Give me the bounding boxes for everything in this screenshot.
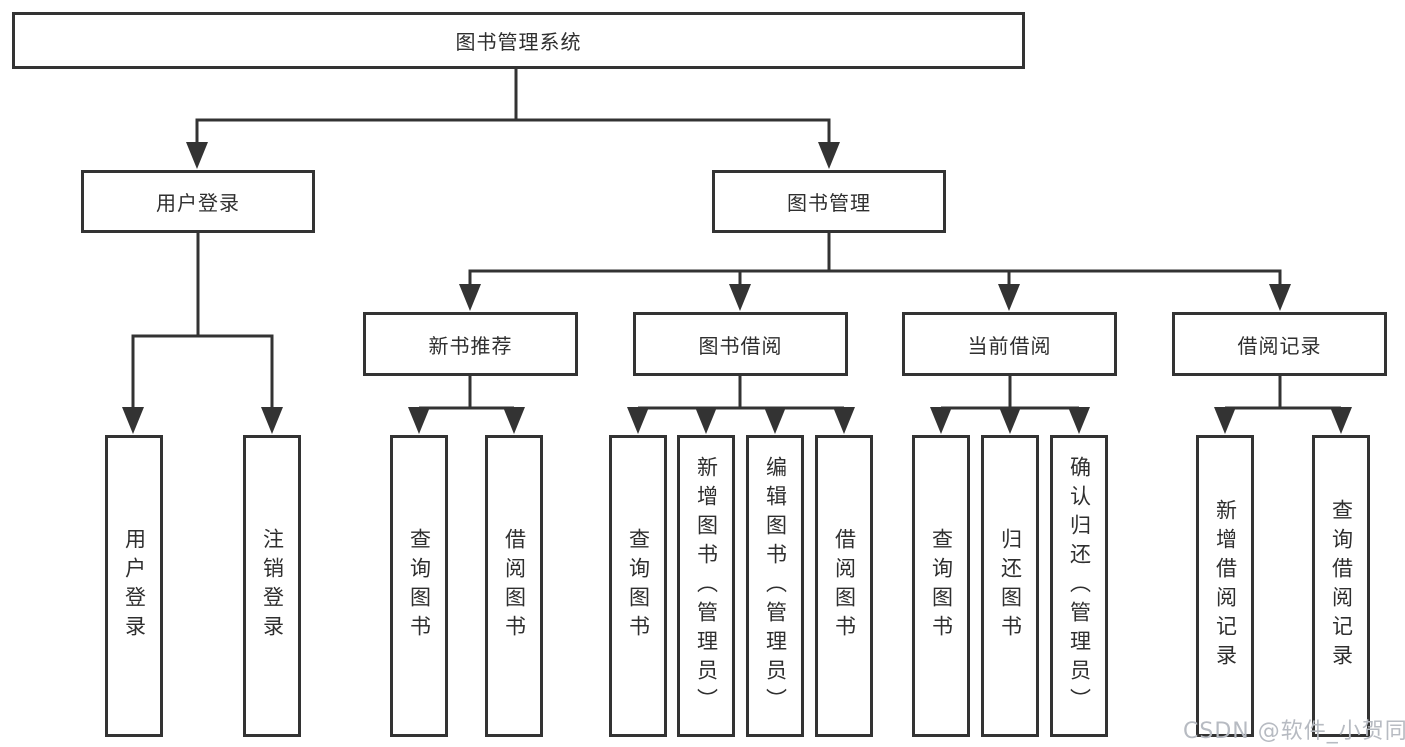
node-label: 新增借阅记录 [1213,499,1238,673]
node-label: 新增图书（管理员） [694,455,719,717]
node-label: 图书管理 [787,191,871,215]
node-label: 注销登录 [260,528,285,644]
node-label: 图书借阅 [698,333,783,358]
arrowhead-icon [1269,284,1291,311]
node-label: 查询图书 [407,528,432,644]
leaf-query-books-current: 查询图书 [912,435,970,737]
leaf-confirm-return-admin: 确认归还（管理员） [1050,435,1108,737]
leaf-query-books-recommend: 查询图书 [390,435,448,737]
node-label: 编辑图书（管理员） [763,455,788,717]
node-label: 用户登录 [156,191,240,215]
arrowhead-icon [695,407,717,434]
arrowhead-icon [186,142,208,169]
node-book-management: 图书管理 [712,170,946,233]
leaf-borrow-books: 借阅图书 [815,435,873,737]
connector-root-bar [195,118,831,146]
arrowhead-icon [998,284,1020,311]
arrowhead-icon [408,407,430,434]
leaf-borrow-books-recommend: 借阅图书 [485,435,543,737]
node-label: 图书管理系统 [455,30,582,54]
node-label: 归还图书 [998,528,1023,644]
leaf-query-borrow-record: 查询借阅记录 [1312,435,1370,737]
arrowhead-icon [122,407,144,434]
node-label: 查询借阅记录 [1329,499,1354,673]
node-root-system: 图书管理系统 [12,12,1025,69]
node-label: 借阅图书 [502,528,527,644]
arrowhead-icon [627,407,649,434]
node-new-book-recommend: 新书推荐 [363,312,578,376]
leaf-query-books-borrow: 查询图书 [609,435,667,737]
connector-bookmgmt-bar [468,269,1282,288]
leaf-logout: 注销登录 [243,435,301,737]
arrowhead-icon [764,407,786,434]
leaf-edit-book-admin: 编辑图书（管理员） [746,435,804,737]
arrowhead-icon [833,407,855,434]
arrowhead-icon [503,407,525,434]
arrowhead-icon [729,284,751,311]
node-borrow-records: 借阅记录 [1172,312,1387,376]
node-label: 查询图书 [929,528,954,644]
node-label: 借阅记录 [1237,333,1322,358]
node-current-borrow: 当前借阅 [902,312,1117,376]
csdn-watermark: CSDN @软件_小贺同学 [1183,719,1405,744]
leaf-add-book-admin: 新增图书（管理员） [677,435,735,737]
node-label: 当前借阅 [967,333,1052,358]
arrowhead-icon [459,284,481,311]
arrowhead-icon [1068,407,1090,434]
node-label: 确认归还（管理员） [1067,455,1092,717]
node-label: 借阅图书 [832,528,857,644]
arrowheads [122,142,1352,434]
leaf-add-borrow-record: 新增借阅记录 [1196,435,1254,737]
arrowhead-icon [1330,407,1352,434]
arrowhead-icon [1214,407,1236,434]
connector-userlogin-bar [131,334,274,410]
node-book-borrow: 图书借阅 [633,312,848,376]
arrowhead-icon [818,142,840,169]
arrowhead-icon [261,407,283,434]
arrowhead-icon [999,407,1021,434]
node-label: 用户登录 [122,528,147,644]
leaf-return-book: 归还图书 [981,435,1039,737]
leaf-user-login: 用户登录 [105,435,163,737]
arrowhead-icon [930,407,952,434]
node-label: 新书推荐 [428,333,513,358]
node-label: 查询图书 [626,528,651,644]
node-user-login: 用户登录 [81,170,315,233]
